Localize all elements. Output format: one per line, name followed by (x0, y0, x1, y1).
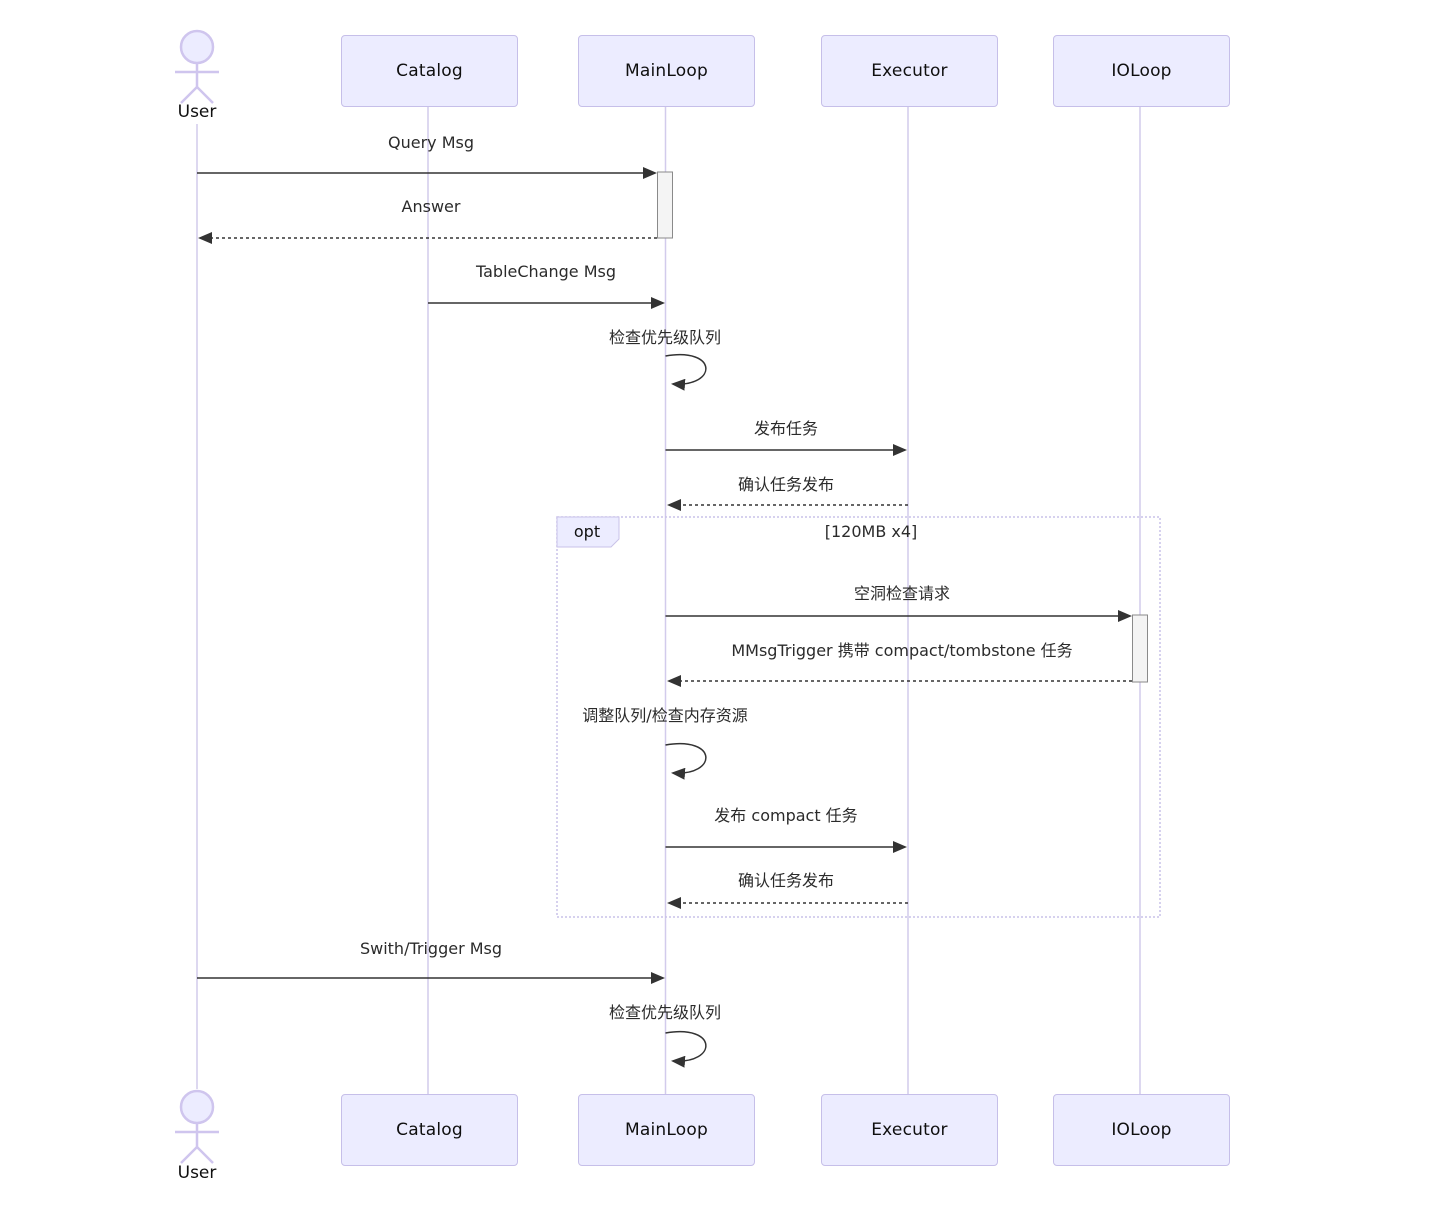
participant-mainloop-top-label: MainLoop (625, 61, 708, 81)
participant-ioloop-top-label: IOLoop (1111, 61, 1172, 81)
participant-executor-top-label: Executor (871, 61, 948, 81)
user-actor-figure-top (175, 29, 219, 104)
participant-mainloop-top: MainLoop (578, 35, 755, 107)
message-label-swith-trigger-msg: Swith/Trigger Msg (359, 939, 503, 958)
participant-executor-bottom-label: Executor (871, 1120, 948, 1140)
message-label-confirm-publish-2: 确认任务发布 (737, 871, 835, 890)
message-label-check-queue-2: 检查优先级队列 (608, 1003, 722, 1022)
opt-fragment-guard: [120MB x4] (824, 522, 918, 541)
participant-executor-top: Executor (821, 35, 998, 107)
self-loop-adjust-queue (665, 742, 707, 780)
user-actor-figure-bottom (175, 1089, 219, 1164)
message-label-adjust-queue: 调整队列/检查内存资源 (582, 706, 748, 725)
participant-catalog-bottom: Catalog (341, 1094, 518, 1166)
message-label-publish-task: 发布任务 (753, 419, 819, 438)
participant-ioloop-bottom-label: IOLoop (1111, 1120, 1172, 1140)
participant-ioloop-top: IOLoop (1053, 35, 1230, 107)
activation-mainloop (657, 171, 673, 239)
participant-catalog-top: Catalog (341, 35, 518, 107)
self-loop-check-priority-queue-1 (665, 353, 707, 391)
self-loop-check-priority-queue-2 (665, 1030, 707, 1068)
actor-user-top-label: User (177, 102, 217, 122)
opt-tag (556, 516, 620, 548)
message-label-answer: Answer (401, 197, 461, 216)
participant-mainloop-bottom: MainLoop (578, 1094, 755, 1166)
message-label-mmsgtrigger: MMsgTrigger 携带 compact/tombstone 任务 (731, 641, 1073, 660)
message-label-tablechange-msg: TableChange Msg (475, 262, 617, 281)
message-label-hole-check-request: 空洞检查请求 (853, 584, 951, 603)
activation-ioloop (1132, 614, 1148, 683)
participant-executor-bottom: Executor (821, 1094, 998, 1166)
opt-fragment-label: opt (573, 522, 601, 541)
participant-ioloop-bottom: IOLoop (1053, 1094, 1230, 1166)
participant-mainloop-bottom-label: MainLoop (625, 1120, 708, 1140)
actor-user-bottom-label: User (177, 1163, 217, 1183)
participant-catalog-bottom-label: Catalog (396, 1120, 463, 1140)
opt-frame (556, 516, 1161, 918)
message-label-check-queue-1: 检查优先级队列 (608, 328, 722, 347)
message-label-query-msg: Query Msg (387, 133, 475, 152)
message-label-publish-compact-task: 发布 compact 任务 (714, 806, 858, 825)
participant-catalog-top-label: Catalog (396, 61, 463, 81)
message-label-confirm-publish-1: 确认任务发布 (737, 475, 835, 494)
